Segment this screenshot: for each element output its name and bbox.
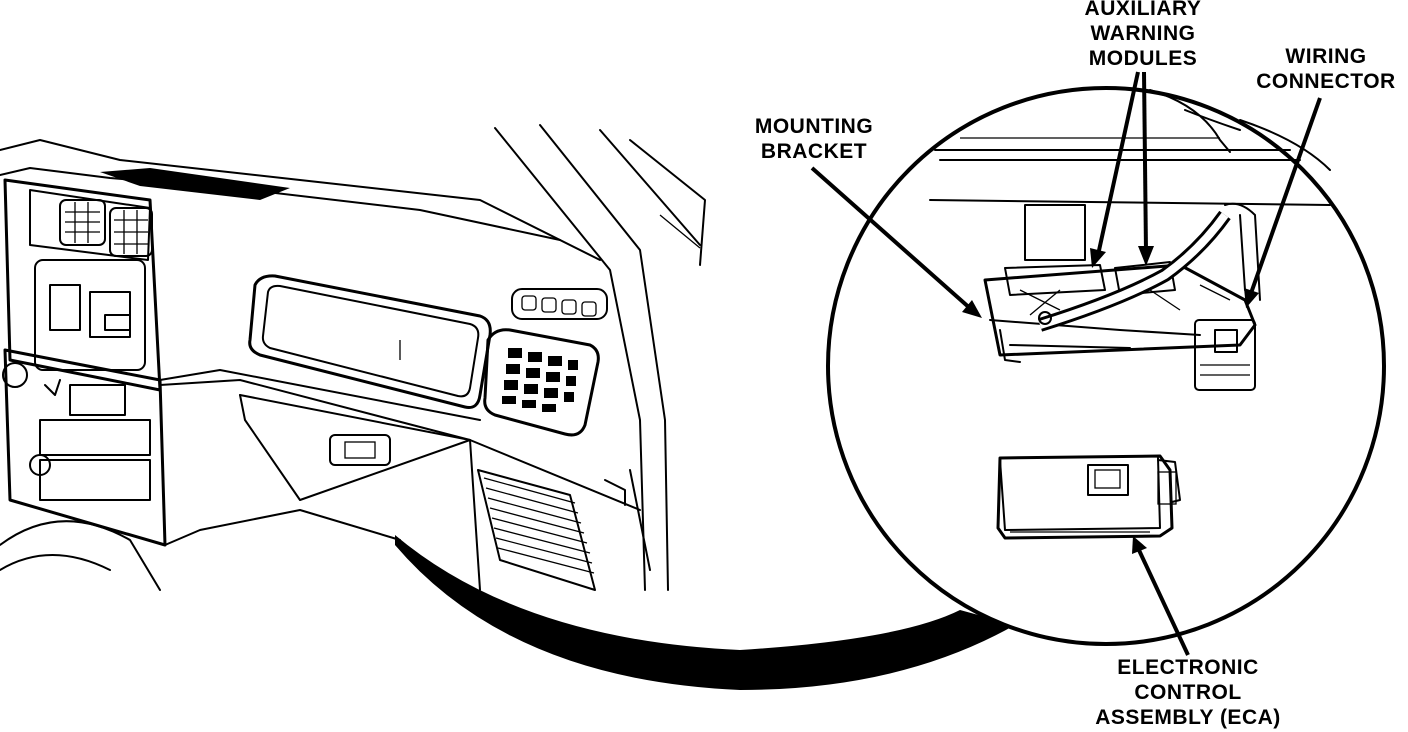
label-eca: ELECTRONIC CONTROL ASSEMBLY (ECA)	[1095, 656, 1281, 729]
magnified-detail-circle	[826, 86, 1386, 646]
label-line: CONNECTOR	[1256, 70, 1395, 93]
eca-module-box	[996, 454, 1181, 540]
label-mounting-bracket: MOUNTING BRACKET	[755, 115, 873, 163]
label-line: WIRING	[1285, 45, 1366, 68]
label-line: WARNING	[1091, 22, 1196, 45]
leader-arrows	[810, 71, 1322, 656]
label-auxiliary-warning-modules: AUXILIARY WARNING MODULES	[1085, 0, 1202, 70]
label-line: CONTROL	[1134, 681, 1241, 704]
label-line: BRACKET	[761, 140, 867, 163]
label-wiring-connector: WIRING CONNECTOR	[1256, 45, 1395, 93]
label-line: ASSEMBLY (ECA)	[1095, 706, 1281, 729]
dashboard-illustration	[0, 124, 1015, 690]
label-line: MOUNTING	[755, 115, 873, 138]
label-line: ELECTRONIC	[1117, 656, 1259, 679]
label-line: AUXILIARY	[1085, 0, 1202, 20]
label-line: MODULES	[1089, 47, 1198, 70]
